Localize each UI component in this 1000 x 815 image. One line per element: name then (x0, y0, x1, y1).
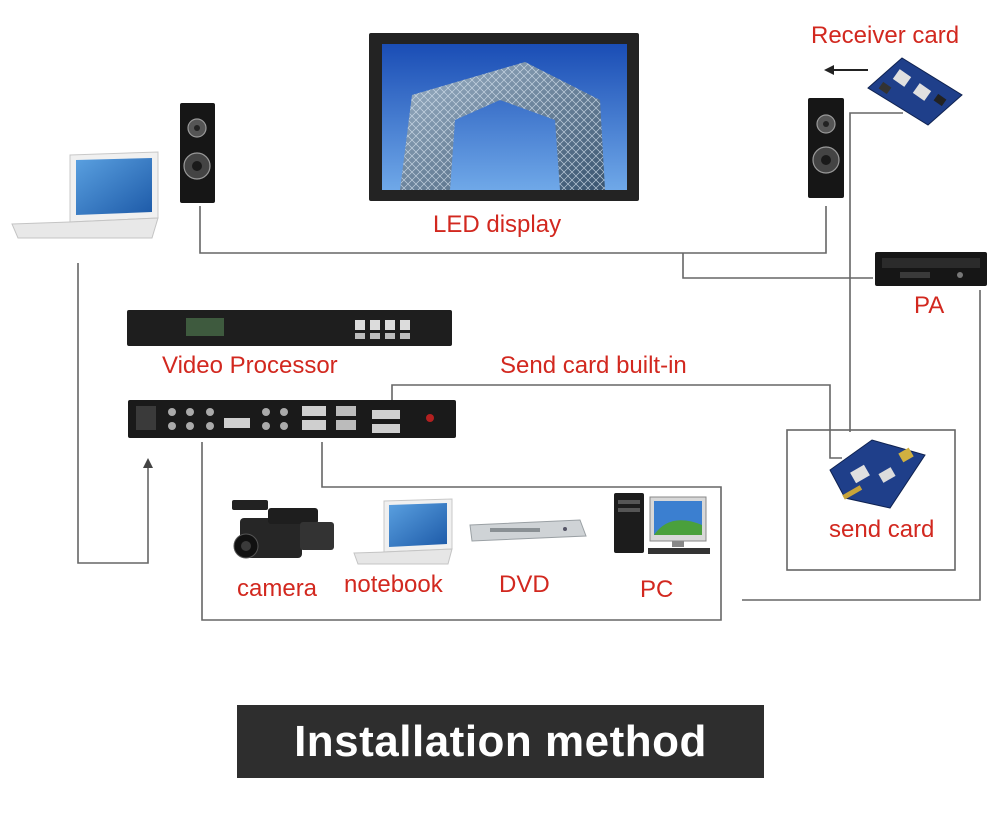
receiver-card-icon (867, 57, 963, 126)
pa-label: PA (914, 292, 945, 319)
speaker-icon (808, 98, 844, 198)
installation-method-banner: Installation method (237, 705, 764, 778)
speaker-left-line (199, 206, 827, 254)
send-builtin-line (391, 384, 842, 459)
dvd-label: DVD (499, 571, 550, 598)
pc-icon (614, 493, 710, 554)
receiver-card-line (849, 112, 903, 432)
send-card-box (786, 429, 956, 571)
send-card-icon (829, 439, 926, 509)
pa-amplifier-icon (875, 252, 987, 286)
receiver-card-label: Receiver card (811, 22, 960, 49)
speaker-icon (180, 103, 215, 203)
arrow-icon (824, 65, 868, 75)
send-card-builtin-label: Send card built-in (500, 352, 687, 379)
camera-label: camera (237, 575, 318, 602)
notebook-label: notebook (344, 571, 443, 598)
send-card-label: send card (829, 516, 935, 543)
video-processor-front-icon (127, 310, 452, 346)
led-display-label: LED display (433, 211, 562, 238)
arrow-icon (143, 458, 153, 468)
led-display-icon (369, 33, 639, 201)
pa-output-line (742, 290, 981, 601)
dvd-player-icon (469, 519, 587, 542)
pa-speaker-line (682, 253, 873, 279)
notebook-icon (353, 498, 453, 565)
laptop-icon (11, 151, 159, 239)
pc-label: PC (640, 576, 674, 603)
camera-icon (232, 500, 334, 559)
processor-to-sources-line (201, 442, 722, 621)
laptop-to-processor-line (77, 263, 149, 564)
video-processor-rear-icon (128, 400, 456, 438)
video-processor-label: Video Processor (162, 352, 338, 379)
